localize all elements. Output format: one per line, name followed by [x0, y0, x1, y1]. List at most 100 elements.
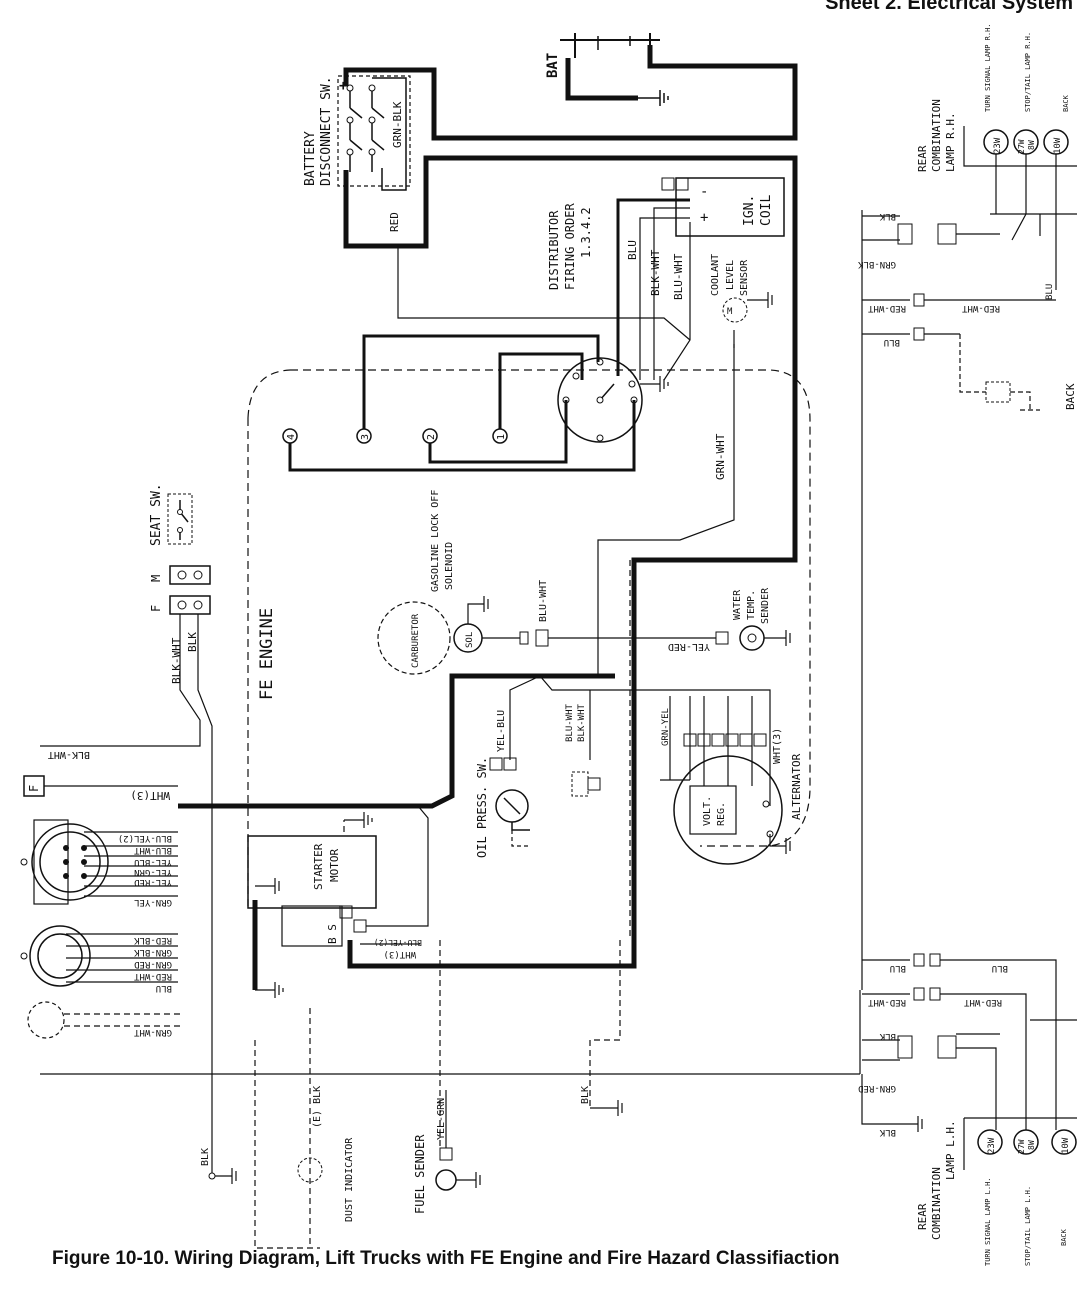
battery: BAT — [545, 33, 660, 78]
blk-gnd2-label: BLK — [580, 1086, 591, 1104]
ground-symbol — [640, 376, 669, 392]
lamp-10w-rh: 10W — [1053, 137, 1063, 154]
turn-signal-rh-label: TURN SIGNAL LAMP R.H. — [984, 23, 992, 112]
connector-blu-wht: BLU-WHT BLK-WHT — [565, 703, 601, 797]
seat-sw-label: SEAT SW. — [149, 483, 164, 546]
wht3-label: WHT(3) — [130, 789, 170, 802]
svg-text:M: M — [727, 307, 733, 317]
blk-gnd-label: BLK — [200, 1148, 211, 1166]
gasoline-label-1: GASOLINE LOCK OFF — [430, 490, 441, 592]
starter-label-2: MOTOR — [328, 849, 341, 882]
blu-rh-label-2: BLU — [1045, 284, 1055, 300]
blu-yel2-label-1: BLU-YEL(2) — [118, 833, 172, 843]
yel-grn-label: YEL-GRN — [134, 867, 172, 877]
grn-yel-alt-label: GRN-YEL — [661, 708, 671, 746]
lamp-10w-lh: 10W — [1061, 1137, 1071, 1154]
red-wht-label: RED-WHT — [133, 971, 172, 981]
rear-combination-lamp-rh: REAR COMBINATION LAMP R.H. 23W 27W 8W 10… — [916, 23, 1077, 290]
starter-label-1: STARTER — [312, 843, 325, 890]
wire-red — [397, 246, 691, 341]
battery-disconnect-label-2: DISCONNECT SW. — [319, 76, 334, 186]
svg-text:-: - — [700, 184, 708, 200]
spark-plugs: 4 3 2 1 — [282, 428, 508, 444]
yel-blu-label: YEL-BLU — [134, 857, 172, 867]
dashed-wire — [254, 820, 591, 1249]
blk-wht-label: BLK-WHT — [649, 249, 662, 296]
distributor-label-2: FIRING ORDER — [563, 203, 577, 290]
svg-text:+: + — [339, 78, 347, 94]
rear-lh-label-1: REAR — [916, 1203, 929, 1230]
dashed-wire — [511, 830, 530, 847]
wht3-label-2: WHT(3) — [383, 949, 416, 959]
blk-lh-label: BLK — [879, 1031, 896, 1041]
lamp-27w-lh: 27W — [1017, 1139, 1026, 1154]
ign-coil-label-2: COIL — [759, 195, 774, 226]
ground-blk-2: BLK — [580, 1086, 623, 1116]
blk-rh-label: BLK — [879, 211, 896, 221]
connector-lh: BLU BLU RED-WHT RED-WHT BLK GRN-RED BLK — [858, 953, 1077, 1137]
cyl4-label: 4 — [286, 434, 297, 440]
grn-blk-label-2: GRN-BLK — [133, 947, 172, 957]
red-wht-lh-label: RED-WHT — [867, 997, 906, 1007]
back-lh-label: BACK — [1060, 1228, 1068, 1246]
distributor-label-1: DISTRIBUTOR — [547, 210, 561, 290]
blk-wht-seat-label: BLK-WHT — [170, 637, 183, 684]
f-label: F — [149, 605, 163, 612]
gasoline-lock-off-solenoid: SOL GASOLINE LOCK OFF SOLENOID — [430, 490, 520, 653]
ground-symbol — [255, 812, 373, 998]
yel-red-label-2: YEL-RED — [668, 641, 710, 652]
wire-blu-wht-sol: BLU-WHT — [519, 580, 598, 647]
e-blk-label: (E) BLK — [312, 1086, 323, 1128]
round-connector-3: GRN-WHT — [27, 1001, 180, 1039]
figure-caption: Figure 10-10. Wiring Diagram, Lift Truck… — [52, 1248, 840, 1269]
fuel-sender: FUEL SENDER YEL-GRN — [413, 1090, 481, 1214]
ground-symbol — [638, 90, 669, 106]
connector-f: F — [149, 595, 211, 615]
turn-signal-lh-label: TURN SIGNAL LAMP L.H. — [984, 1177, 992, 1266]
seat-switch: SEAT SW. — [149, 483, 193, 546]
cyl2-label: 2 — [426, 434, 437, 440]
stop-tail-rh-label: STOP/TAIL LAMP R.H. — [1024, 32, 1032, 112]
blk-seat-label: BLK — [186, 632, 199, 652]
cyl3-label: 3 — [360, 434, 371, 440]
grn-blk-rh-label: GRN-BLK — [857, 259, 896, 269]
lamp-23w-lh: 23W — [987, 1137, 997, 1154]
f-left-label: F — [27, 785, 41, 792]
blk-wht-label-2: BLK-WHT — [48, 749, 90, 760]
yel-blu-oil-label: YEL-BLU — [496, 710, 507, 752]
ground-blk: BLK — [200, 1120, 237, 1184]
grn-wht-label-2: GRN-WHT — [133, 1027, 172, 1037]
lamp-23w-rh: 23W — [993, 137, 1003, 154]
red-wht-rh-label: RED-WHT — [867, 303, 906, 313]
spark-plug-wires — [288, 334, 636, 472]
coolant-label-3: SENSOR — [739, 259, 750, 296]
ignition-coil: -+ IGN. COIL — [661, 177, 785, 237]
water-temp-sender: YEL-RED WATER TEMP. SENDER — [598, 587, 791, 652]
round-connector-1: BLU-YEL(2) BLU-WHT YEL-BLU YEL-GRN YEL-R… — [20, 819, 178, 907]
gasoline-label-2: SOLENOID — [444, 542, 455, 590]
blu-wht-label: BLU-WHT — [672, 253, 685, 300]
battery-disconnect-switch: + GRN-BLK RED BATTERY DISCONNECT SW. — [303, 75, 411, 232]
starter-motor: STARTER MOTOR B S BLU-YEL(2) WHT(3) — [247, 805, 429, 959]
rear-rh-label-2: COMBINATION — [930, 99, 943, 172]
grn-wht-label: GRN-WHT — [714, 433, 727, 480]
blu-lh-label: BLU — [890, 963, 906, 973]
round-connector-2: RED-BLK GRN-BLK GRN-RED RED-WHT BLU — [20, 925, 178, 993]
connector-f-left: F WHT(3) — [23, 775, 178, 802]
seat-wires — [40, 614, 213, 1120]
blu-wht-mid-label: BLU-WHT — [565, 703, 575, 742]
grn-red-lh-label: GRN-RED — [858, 1083, 896, 1093]
water-label-1: WATER — [732, 589, 743, 620]
distributor — [557, 357, 643, 443]
dust-indicator: DUST INDICATOR (E) BLK — [297, 1086, 355, 1222]
lamp-8w-lh: 8W — [1027, 1140, 1036, 1150]
grn-red-label: GRN-RED — [134, 959, 172, 969]
wire-grn-wht — [597, 330, 735, 640]
carburetor-label: CARBURETOR — [411, 613, 421, 668]
yel-grn-fuel-label: YEL-GRN — [436, 1098, 447, 1140]
bat-label: BAT — [545, 53, 561, 78]
oil-pressure-switch: OIL PRESS. SW. YEL-BLU — [475, 710, 530, 858]
rear-combination-lamp-lh: 23W 27W 8W 10W REAR COMBINATION LAMP L.H… — [916, 1117, 1077, 1266]
alternator-label: ALTERNATOR — [790, 753, 803, 820]
back-lamp-connector: BACK — [959, 334, 1077, 411]
